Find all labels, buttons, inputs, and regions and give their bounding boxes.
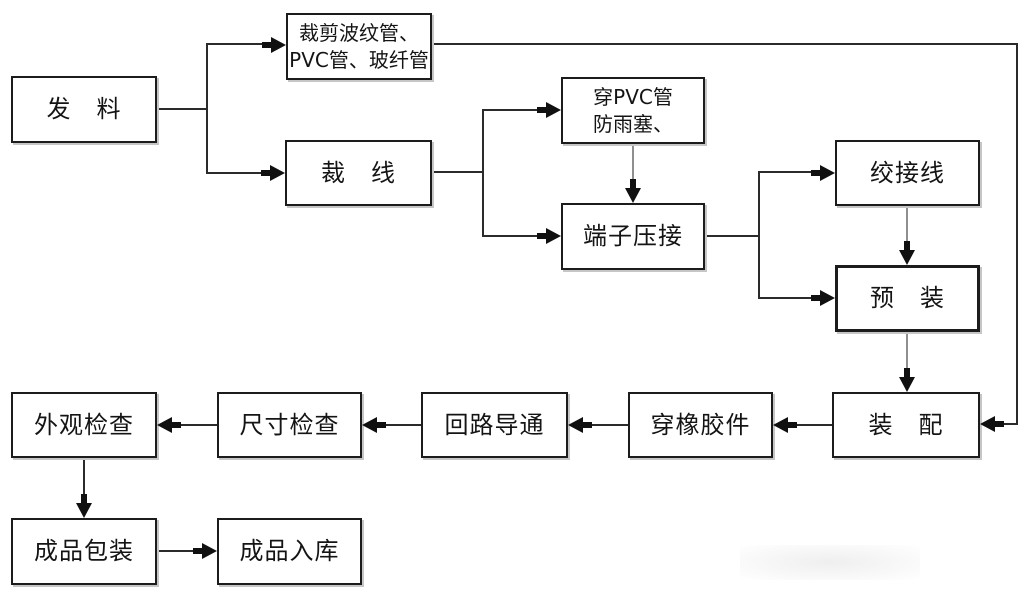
edge-cut-wire-to-terminal-crimp xyxy=(482,235,541,237)
node-fa-liao-label: 发 料 xyxy=(46,95,122,124)
node-twist-wire-label: 绞接线 xyxy=(870,158,945,187)
node-fa-liao: 发 料 xyxy=(11,76,157,143)
edge-cut-wire-stub xyxy=(432,171,484,173)
node-cut-tubes: 裁剪波纹管、 PVC管、玻纤管 xyxy=(286,13,432,80)
node-pre-assembly-label: 预 装 xyxy=(870,284,945,313)
scan-watermark xyxy=(740,545,920,580)
edge-faliao-branch-vertical xyxy=(206,43,208,174)
edge-terminal-crimp-to-pre-assembly xyxy=(758,297,815,299)
node-appearance-check-label: 外观检查 xyxy=(34,410,134,439)
edge-cut-wire-branch-vertical xyxy=(482,109,484,237)
arrowhead-into-terminal-crimp-left xyxy=(537,228,561,244)
arrowhead-into-thread-pvc xyxy=(537,102,561,118)
arrowhead-into-pre-assembly-left xyxy=(811,290,835,306)
node-thread-pvc-rain-plug: 穿PVC管 防雨塞、 xyxy=(561,77,705,144)
node-finished-warehousing-label: 成品入库 xyxy=(239,537,340,566)
edge-terminal-crimp-to-twist-wire xyxy=(758,171,815,173)
arrowhead-into-assembly-top xyxy=(899,368,915,392)
edge-faliao-to-cut-wire xyxy=(206,172,266,174)
edge-pre-assembly-to-assembly xyxy=(906,332,908,374)
node-cut-tubes-label: 裁剪波纹管、 PVC管、玻纤管 xyxy=(289,20,429,72)
node-dimension-check: 尺寸检查 xyxy=(217,392,362,458)
node-thread-pvc-rain-plug-label: 穿PVC管 防雨塞、 xyxy=(593,84,673,136)
node-dimension-check-label: 尺寸检查 xyxy=(239,410,340,439)
node-finished-packaging-label: 成品包装 xyxy=(34,537,134,566)
edge-thread-rubber-to-circuit xyxy=(590,424,628,426)
arrowhead-into-pre-assembly-top xyxy=(899,241,915,265)
node-cut-wire: 裁 线 xyxy=(285,140,432,206)
edge-thread-pvc-to-terminal-crimp xyxy=(632,145,634,185)
node-circuit-continuity-label: 回路导通 xyxy=(444,410,545,439)
arrowhead-into-circuit-continuity xyxy=(568,417,592,433)
edge-twist-wire-to-pre-assembly xyxy=(906,206,908,247)
node-assembly-label: 装 配 xyxy=(868,410,944,439)
node-circuit-continuity: 回路导通 xyxy=(421,392,568,458)
node-thread-rubber-parts: 穿橡胶件 xyxy=(628,392,773,458)
node-terminal-crimp-label: 端子压接 xyxy=(583,222,683,251)
arrowhead-into-thread-rubber xyxy=(773,417,797,433)
edge-terminal-crimp-stub xyxy=(705,235,760,237)
edge-cut-tubes-top-run xyxy=(432,43,1018,45)
node-pre-assembly: 预 装 xyxy=(835,265,980,332)
edge-faliao-stub xyxy=(157,108,207,110)
arrowhead-into-assembly-right xyxy=(980,416,1004,432)
edge-cut-tubes-right-run xyxy=(1016,43,1018,425)
arrowhead-into-cut-wire xyxy=(261,165,285,181)
node-finished-warehousing: 成品入库 xyxy=(217,518,362,585)
edge-appearance-to-packaging xyxy=(83,458,85,500)
node-appearance-check: 外观检查 xyxy=(11,392,157,458)
edge-dimension-to-appearance xyxy=(179,424,217,426)
node-assembly: 装 配 xyxy=(832,392,980,458)
node-twist-wire: 绞接线 xyxy=(835,140,980,206)
edge-cut-tubes-to-assembly xyxy=(1000,423,1018,425)
node-cut-wire-label: 裁 线 xyxy=(321,158,396,187)
arrowhead-into-dimension-check xyxy=(362,417,386,433)
node-terminal-crimp: 端子压接 xyxy=(561,203,705,270)
node-finished-packaging: 成品包装 xyxy=(11,518,157,585)
arrowhead-into-finished-warehousing xyxy=(193,543,217,559)
arrowhead-into-finished-packaging xyxy=(76,494,92,518)
edge-terminal-crimp-branch-vertical xyxy=(758,171,760,299)
arrowhead-into-twist-wire xyxy=(811,165,835,181)
arrowhead-into-terminal-crimp-top xyxy=(625,179,641,203)
edge-circuit-to-dimension xyxy=(384,424,421,426)
arrowhead-into-cut-tubes xyxy=(262,37,286,53)
edge-cut-wire-to-thread-pvc xyxy=(482,109,541,111)
edge-assembly-to-thread-rubber xyxy=(795,424,832,426)
arrowhead-into-appearance-check xyxy=(157,417,181,433)
node-thread-rubber-parts-label: 穿橡胶件 xyxy=(650,410,751,439)
edge-faliao-to-cut-tubes xyxy=(206,43,266,45)
edge-packaging-to-warehousing xyxy=(157,550,195,552)
